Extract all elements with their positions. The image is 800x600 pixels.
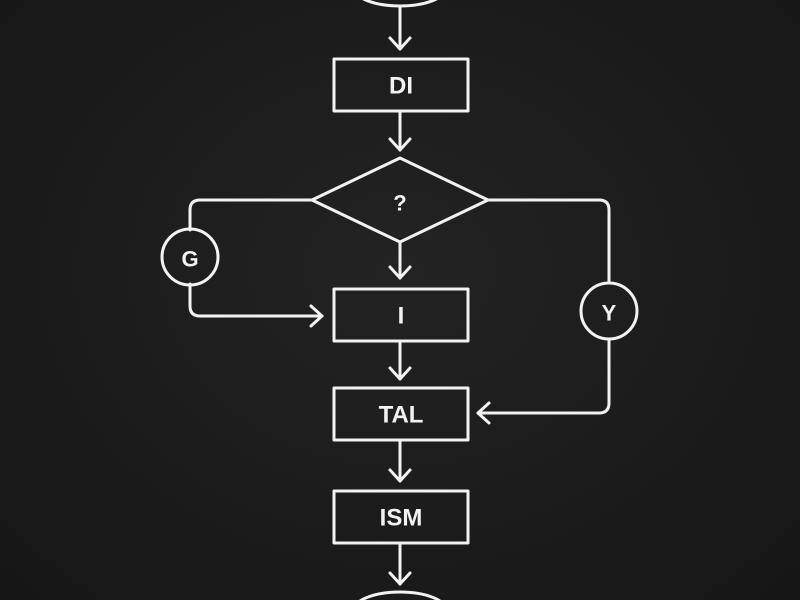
node-ism: ISM bbox=[332, 489, 470, 545]
arrow-ism-to-end bbox=[388, 541, 412, 586]
arrow-decision-to-i bbox=[388, 240, 412, 280]
arrow-tal-to-ism bbox=[388, 438, 412, 483]
node-i: I bbox=[332, 287, 470, 343]
arrow-start-to-di bbox=[388, 4, 412, 51]
arrow-di-to-decision bbox=[388, 109, 412, 152]
node-y: Y bbox=[579, 281, 639, 341]
node-tal: TAL bbox=[332, 386, 470, 442]
node-decision-label: ? bbox=[393, 191, 406, 216]
node-decision: ? bbox=[310, 156, 490, 244]
node-y-label: Y bbox=[602, 301, 617, 326]
node-di: DI bbox=[332, 57, 470, 113]
branch-right bbox=[476, 198, 611, 425]
node-ism-label: ISM bbox=[380, 505, 423, 532]
node-i-label: I bbox=[398, 303, 405, 330]
node-g-label: G bbox=[181, 247, 198, 272]
node-g: G bbox=[160, 227, 220, 287]
branch-left bbox=[188, 198, 324, 328]
node-tal-label: TAL bbox=[379, 402, 424, 429]
end-terminal bbox=[358, 590, 442, 600]
arrow-i-to-tal bbox=[388, 339, 412, 381]
node-di-label: DI bbox=[389, 73, 413, 100]
